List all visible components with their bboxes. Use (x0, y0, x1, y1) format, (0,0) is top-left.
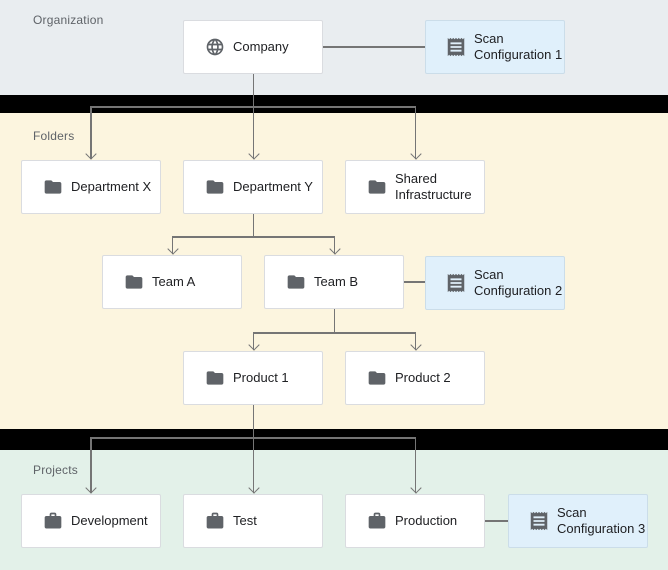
node-label: Department X (71, 178, 152, 194)
briefcase-icon (367, 511, 387, 531)
node-team-a: Team A (102, 255, 242, 309)
node-label: Scan Configuration 3 (557, 504, 646, 536)
briefcase-icon (43, 511, 63, 531)
connector (252, 405, 255, 438)
connector (485, 520, 508, 522)
node-label: Department Y (233, 178, 313, 194)
folder-icon (205, 368, 225, 388)
node-product-1: Product 1 (183, 351, 323, 405)
folder-icon (124, 272, 144, 292)
folders-section-label: Folders (33, 129, 75, 143)
folder-icon (367, 368, 387, 388)
connector (333, 309, 336, 333)
node-development: Development (21, 494, 161, 548)
connector (404, 281, 425, 283)
connector (171, 236, 336, 238)
node-scan-configuration-1: Scan Configuration 1 (425, 20, 565, 74)
node-department-y: Department Y (183, 160, 323, 214)
node-label: Production (395, 512, 458, 528)
connector (414, 333, 417, 350)
connector (171, 237, 174, 254)
connector (90, 106, 417, 108)
connector (252, 332, 417, 334)
connector (90, 107, 92, 159)
node-test: Test (183, 494, 323, 548)
globe-icon (205, 37, 225, 57)
receipt-icon (445, 272, 467, 294)
folder-icon (43, 177, 63, 197)
node-label: Scan Configuration 1 (474, 30, 563, 62)
receipt-icon (528, 510, 550, 532)
node-team-b: Team B (264, 255, 404, 309)
node-scan-configuration-2: Scan Configuration 2 (425, 256, 565, 310)
folder-icon (205, 177, 225, 197)
connector (90, 438, 92, 493)
node-label: Team A (152, 273, 196, 289)
connector (414, 438, 417, 493)
folder-icon (286, 272, 306, 292)
briefcase-icon (205, 511, 225, 531)
connector (252, 214, 255, 237)
receipt-icon (445, 36, 467, 58)
node-production: Production (345, 494, 485, 548)
node-label: Development (71, 512, 148, 528)
node-product-2: Product 2 (345, 351, 485, 405)
separator-band (0, 429, 668, 450)
node-label: Test (233, 512, 257, 528)
node-label: Product 2 (395, 369, 451, 385)
node-label: Scan Configuration 2 (474, 266, 563, 298)
node-company: Company (183, 20, 323, 74)
separator-band (0, 95, 668, 113)
connector (252, 333, 255, 350)
connector (252, 74, 255, 159)
connector (323, 46, 425, 48)
organization-section-label: Organization (33, 13, 104, 27)
node-label: Shared Infrastructure (395, 170, 472, 202)
node-label: Company (233, 38, 289, 54)
node-label: Team B (314, 273, 359, 289)
projects-section-label: Projects (33, 463, 78, 477)
node-department-x: Department X (21, 160, 161, 214)
node-label: Product 1 (233, 369, 289, 385)
connector (252, 438, 255, 493)
connector (414, 107, 417, 159)
node-scan-configuration-3: Scan Configuration 3 (508, 494, 648, 548)
node-shared-infrastructure: Shared Infrastructure (345, 160, 485, 214)
connector (333, 237, 336, 254)
folder-icon (367, 177, 387, 197)
